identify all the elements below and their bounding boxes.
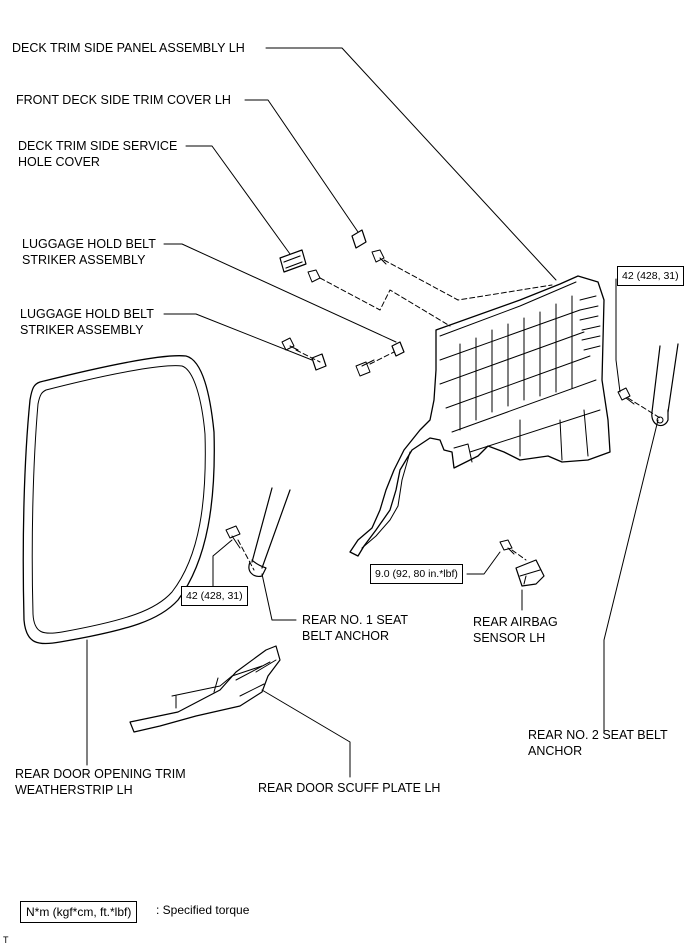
weatherstrip-outer — [22, 355, 215, 645]
no1-bolt — [225, 525, 241, 549]
dash-no2-bolt — [627, 397, 661, 419]
label-airbag-line2: SENSOR LH — [473, 631, 546, 645]
deck-panel-right-grille — [579, 295, 601, 351]
scuff-plate-detail — [235, 659, 277, 697]
torque-no2-anchor: 42 (428, 31) — [617, 266, 684, 286]
weatherstrip-inner — [31, 365, 206, 634]
dash-front-cover-bolt — [383, 259, 553, 301]
label-luggage-lower-line1: LUGGAGE HOLD BELT — [20, 307, 154, 321]
no2-bolt — [617, 387, 635, 405]
no2-anchor-hole — [656, 416, 664, 424]
legend-meaning: : Specified torque — [156, 903, 250, 917]
label-airbag-line1: REAR AIRBAG — [473, 615, 558, 629]
legend-torque-unit-box: N*m (kgf*cm, ft.*lbf) — [20, 901, 138, 923]
deck-panel-top-edge — [439, 281, 577, 337]
leader-no2-anchor — [603, 419, 659, 734]
service-hole-bolt — [307, 269, 321, 283]
service-hole-cover-part — [279, 249, 307, 273]
front-deck-cover-part — [351, 229, 367, 249]
scuff-plate-top — [171, 665, 263, 697]
dash-airbag-bolt — [511, 549, 527, 561]
leader-scuff-plate — [261, 689, 351, 778]
label-front-deck-cover: FRONT DECK SIDE TRIM COVER LH — [16, 93, 231, 107]
no2-anchor-plate — [651, 409, 669, 427]
deck-panel-cable — [361, 451, 411, 549]
leader-no1-torque — [212, 539, 233, 589]
label-luggage-lower-line2: STRIKER ASSEMBLY — [20, 323, 144, 337]
deck-panel-horizontal-ribs — [439, 309, 601, 453]
scuff-plate-ridge — [175, 677, 219, 709]
dash-luggage-bolt-upper — [369, 351, 395, 365]
leader-luggage-lower — [163, 313, 313, 361]
scuff-plate-body — [129, 645, 281, 733]
no2-anchor-strap — [651, 343, 679, 413]
label-deck-trim-panel: DECK TRIM SIDE PANEL ASSEMBLY LH — [12, 41, 245, 55]
label-no1-anchor-line2: BELT ANCHOR — [302, 629, 390, 643]
dash-luggage-bolt-lower — [295, 349, 321, 363]
dash-no1-bolt — [237, 539, 255, 571]
airbag-bolt — [499, 539, 515, 555]
leader-airbag-torque — [466, 551, 501, 575]
deck-panel-lower-lip — [453, 409, 589, 463]
label-luggage-upper-line1: LUGGAGE HOLD BELT — [22, 237, 156, 251]
deck-panel-vertical-ribs — [459, 295, 573, 431]
label-no2-anchor-line1: REAR NO. 2 SEAT BELT — [528, 728, 668, 742]
label-scuff-plate: REAR DOOR SCUFF PLATE LH — [258, 781, 441, 795]
leader-luggage-upper — [163, 243, 397, 343]
label-weatherstrip-line2: WEATHERSTRIP LH — [15, 783, 133, 797]
luggage-striker-lower — [311, 353, 327, 371]
leader-deck-trim-panel — [265, 47, 557, 281]
label-luggage-upper-line2: STRIKER ASSEMBLY — [22, 253, 146, 267]
front-deck-bolt — [371, 249, 387, 265]
airbag-sensor-body — [515, 559, 545, 587]
leader-no2-torque — [615, 278, 621, 393]
label-weatherstrip-line1: REAR DOOR OPENING TRIM — [15, 767, 186, 781]
label-service-hole-line1: DECK TRIM SIDE SERVICE — [18, 139, 178, 153]
airbag-sensor-detail — [519, 569, 541, 585]
no1-anchor-strap — [251, 487, 291, 569]
leader-service-hole-cover — [185, 145, 291, 255]
luggage-striker-upper — [391, 341, 405, 357]
torque-no1-anchor: 42 (428, 31) — [181, 586, 248, 606]
label-no2-anchor-line2: ANCHOR — [528, 744, 583, 758]
luggage-striker-bolt-lower — [281, 337, 299, 351]
deck-panel-outline — [349, 275, 611, 557]
luggage-striker-bolt-upper — [355, 359, 375, 377]
dash-service-bolt — [319, 277, 451, 327]
no1-anchor-plate — [248, 559, 267, 577]
label-service-hole-line2: HOLE COVER — [18, 155, 100, 169]
leader-no1-anchor — [261, 573, 297, 621]
footer-mark: T — [3, 935, 9, 945]
leader-front-deck-cover — [244, 99, 359, 233]
torque-airbag-sensor: 9.0 (92, 80 in.*lbf) — [370, 564, 463, 584]
label-no1-anchor-line1: REAR NO. 1 SEAT — [302, 613, 409, 627]
